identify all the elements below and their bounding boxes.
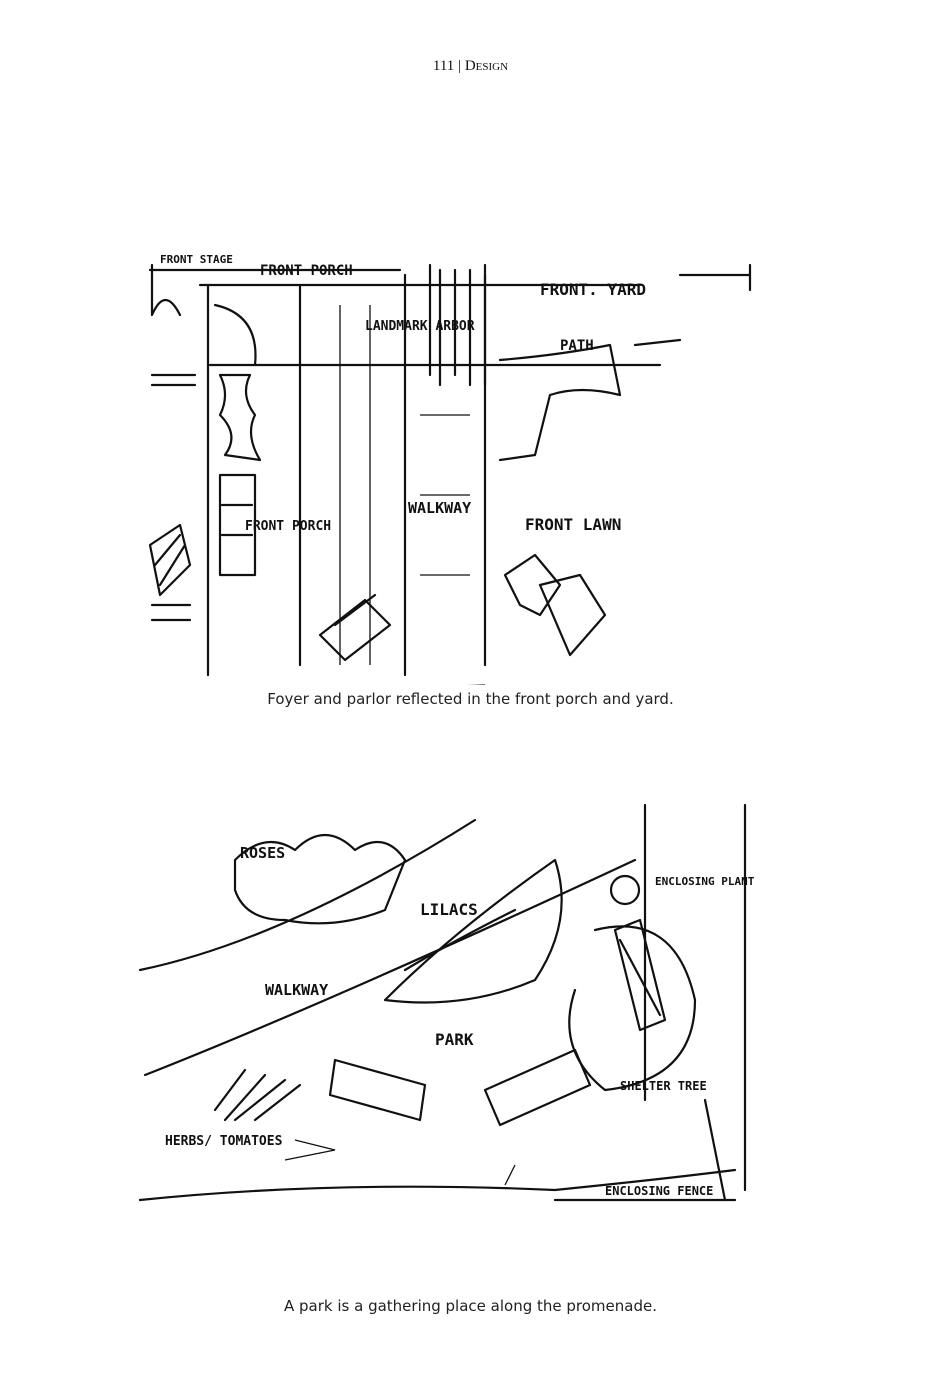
label-enclosing-plantings: ENCLOSING PLANTINGS	[655, 875, 755, 888]
label-landmark-arbor: LANDMARK ARBOR	[365, 319, 475, 334]
page-number: 111	[432, 58, 455, 74]
label-front-porch-top: FRONT PORCH	[260, 263, 353, 279]
label-lilacs: LILACS	[420, 900, 478, 919]
label-herbs-tomatoes: HERBS/ TOMATOES	[165, 1134, 283, 1149]
label-park: PARK	[435, 1030, 474, 1049]
figure-caption-2: A park is a gathering place along the pr…	[284, 1297, 657, 1315]
label-front-stage: FRONT STAGE	[160, 253, 233, 266]
label-front-lawn: FRONT LAWN	[525, 515, 621, 534]
label-front-porch: FRONT PORCH	[245, 519, 331, 534]
sketch-lines	[138, 803, 747, 1202]
label-path: PATH	[560, 338, 594, 354]
label-front-yard: FRONT. YARD	[540, 280, 646, 299]
label-shelter-tree: SHELTER TREE	[620, 1079, 707, 1093]
sketch-front-porch-plan: FRONT STAGE FRONT PORCH FRONT. YARD LAND…	[148, 253, 752, 685]
figure-caption-1: Foyer and parlor reflected in the front …	[267, 690, 674, 708]
label-walkway: WALKWAY	[265, 981, 328, 999]
label-walkway: WALKWAY	[408, 499, 471, 517]
label-enclosing-fence: ENCLOSING FENCE	[605, 1184, 713, 1198]
running-header: 111 | Design	[0, 58, 941, 75]
sketch-park-plan: ROSES LILACS ENCLOSING PLANTINGS WALKWAY…	[138, 803, 755, 1202]
section-title: Design	[464, 58, 509, 74]
header-separator: |	[458, 58, 462, 74]
sketch-lines	[148, 263, 752, 685]
label-roses: ROSES	[240, 844, 285, 862]
